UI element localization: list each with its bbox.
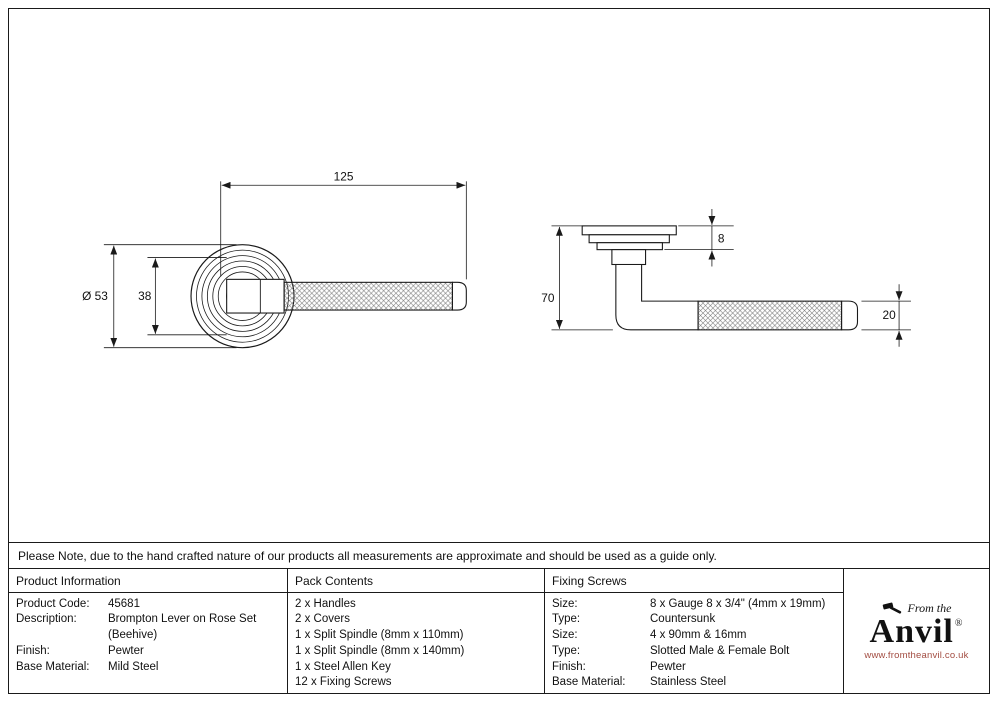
dim-lever-diameter-label: 20 [883,308,897,322]
row-label: Product Code: [16,597,90,610]
brand-name: Anvil [869,612,954,650]
dim-rose-thickness-label: 8 [718,232,725,246]
pack-contents-column: Pack Contents 2 x Handles 2 x Covers 1 x… [288,568,545,693]
front-view [190,244,467,349]
row-label: Type: [552,613,581,626]
dim-inner-diameter-label: 38 [138,289,152,303]
list-item: 2 x Covers [295,613,350,626]
row-label: Size: [552,629,578,642]
logo-tagline: From the [907,600,952,615]
table-row: Type: Countersunk [552,612,836,628]
product-info-column: Product Information Product Code: 45681 … [9,568,288,693]
table-row: Size: 4 x 90mm & 16mm [552,628,836,644]
note-text: Please Note, due to the hand crafted nat… [18,548,717,563]
technical-drawing: 125 Ø 53 38 70 8 20 [82,169,911,349]
list-item: 12 x Fixing Screws [295,676,392,689]
table-row: (Beehive) [16,628,280,644]
table-row: Description: Brompton Lever on Rose Set [16,612,280,628]
row-value: Pewter [108,644,144,657]
row-label [16,628,104,644]
fixing-screws-body: Size: 8 x Gauge 8 x 3/4" (4mm x 19mm) Ty… [545,593,843,693]
side-view [581,225,859,331]
table-row: Product Code: 45681 [16,597,280,613]
fixing-screws-column: Fixing Screws Size: 8 x Gauge 8 x 3/4" (… [545,568,844,693]
row-value: Stainless Steel [650,676,727,689]
dim-length-label: 125 [334,169,354,183]
row-value: 8 x Gauge 8 x 3/4" (4mm x 19mm) [650,597,826,610]
logo-column: From the Anvil® www.fromtheanvil.co.uk [844,569,989,693]
table-row: Finish: Pewter [552,660,836,676]
list-item: 1 x Split Spindle (8mm x 140mm) [295,644,465,657]
row-value: 4 x 90mm & 16mm [650,629,747,642]
product-info-header: Product Information [9,569,287,593]
list-item: 2 x Handles [295,597,356,610]
row-label: Finish: [16,644,50,657]
table-row: Size: 8 x Gauge 8 x 3/4" (4mm x 19mm) [552,597,836,613]
row-label: Finish: [552,660,586,673]
row-label: Base Material: [16,660,90,673]
row-label: Description: [16,613,77,626]
list-item: 1 x Steel Allen Key [295,660,391,673]
table-row: Base Material: Mild Steel [16,660,280,676]
row-value: (Beehive) [108,629,158,642]
table-row: Finish: Pewter [16,644,280,660]
row-label: Size: [552,597,578,610]
row-value: Countersunk [650,613,716,626]
spec-table: Product Information Product Code: 45681 … [9,567,989,693]
row-value: 45681 [108,597,140,610]
dim-rose-diameter-label: Ø 53 [82,289,108,303]
row-value: Mild Steel [108,660,159,673]
dim-height-label: 70 [541,291,555,305]
dimension-lines [103,181,911,349]
fixing-screws-header: Fixing Screws [545,569,843,593]
spec-sheet: 125 Ø 53 38 70 8 20 Please Note, due to … [8,8,990,694]
list-item: 1 x Split Spindle (8mm x 110mm) [295,629,464,642]
row-label: Base Material: [552,676,626,689]
logo-url: www.fromtheanvil.co.uk [864,649,969,661]
table-row: Type: Slotted Male & Female Bolt [552,644,836,660]
row-value: Brompton Lever on Rose Set [108,613,257,626]
table-row: Base Material: Stainless Steel [552,675,836,691]
anvil-logo: From the Anvil® www.fromtheanvil.co.uk [864,601,968,661]
product-info-body: Product Code: 45681 Description: Brompto… [9,593,287,693]
note-bar: Please Note, due to the hand crafted nat… [9,541,989,568]
hammer-icon [882,601,904,616]
row-label: Type: [552,644,581,657]
dimension-labels: 125 Ø 53 38 70 8 20 [82,169,896,322]
row-value: Slotted Male & Female Bolt [650,644,790,657]
drawing-area: 125 Ø 53 38 70 8 20 [9,9,989,542]
pack-contents-header: Pack Contents [288,569,544,593]
pack-contents-body: 2 x Handles 2 x Covers 1 x Split Spindle… [288,593,544,693]
row-value: Pewter [650,660,686,673]
registered-mark: ® [954,617,964,629]
